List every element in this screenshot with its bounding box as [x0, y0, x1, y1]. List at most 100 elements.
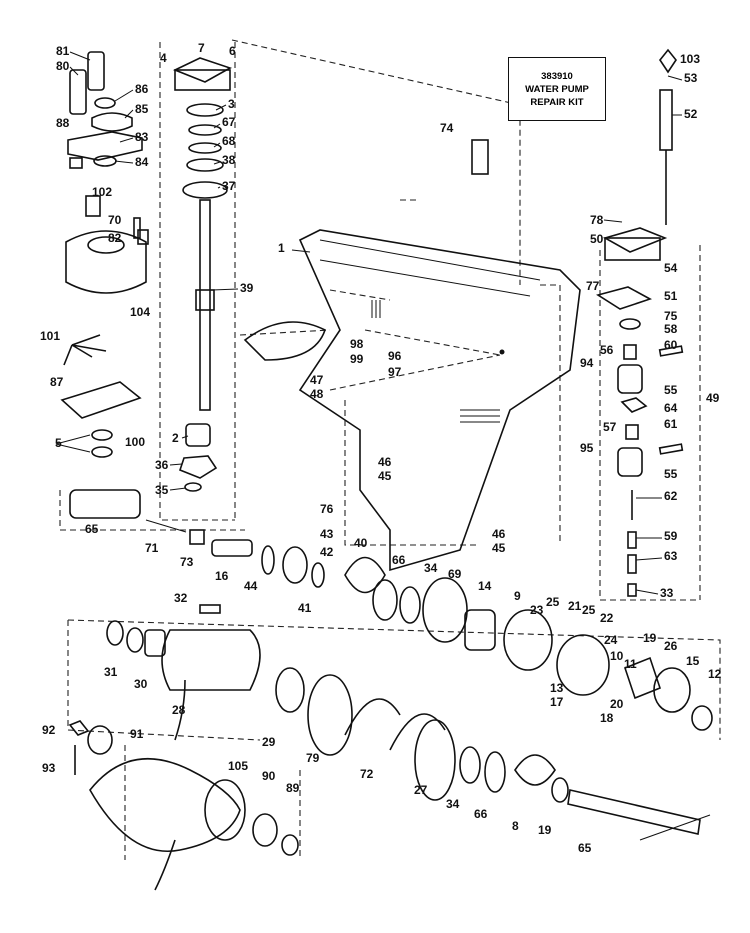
- propeller-shaft-chain: [69, 489, 713, 731]
- callout-6: 6: [229, 44, 236, 58]
- callout-18: 18: [600, 711, 614, 725]
- callout-55-lower: 55: [664, 467, 678, 481]
- callout-36: 36: [155, 458, 169, 472]
- callout-99: 99: [350, 352, 364, 366]
- drive-shaft-group: [173, 57, 232, 492]
- callout-19-upper: 19: [643, 631, 657, 645]
- callout-88: 88: [56, 116, 70, 130]
- callout-63: 63: [664, 549, 678, 563]
- callout-15: 15: [686, 654, 700, 668]
- callout-92: 92: [42, 723, 56, 737]
- callout-49: 49: [706, 391, 720, 405]
- callout-1: 1: [278, 241, 285, 255]
- callout-24: 24: [604, 633, 618, 647]
- callout-40: 40: [354, 536, 368, 550]
- callout-73: 73: [180, 555, 194, 569]
- gear-housing: [243, 139, 581, 572]
- callout-16: 16: [215, 569, 229, 583]
- callout-7: 7: [198, 41, 205, 55]
- bearing-carrier-group: [106, 604, 701, 835]
- callout-50: 50: [590, 232, 604, 246]
- callout-43: 43: [320, 527, 334, 541]
- callout-76: 76: [320, 502, 334, 516]
- callout-89: 89: [286, 781, 300, 795]
- callout-31: 31: [104, 665, 118, 679]
- callout-20: 20: [610, 697, 624, 711]
- callout-67: 67: [222, 115, 236, 129]
- callout-79: 79: [306, 751, 320, 765]
- callout-51: 51: [664, 289, 678, 303]
- callout-44: 44: [244, 579, 258, 593]
- callout-45-lower: 45: [492, 541, 506, 555]
- callout-34-lower: 34: [446, 797, 460, 811]
- callout-64: 64: [664, 401, 678, 415]
- callout-3: 3: [228, 97, 235, 111]
- propeller-group: [68, 679, 299, 891]
- callout-61: 61: [664, 417, 678, 431]
- callout-29: 29: [262, 735, 276, 749]
- callout-10: 10: [610, 649, 624, 663]
- callout-14: 14: [478, 579, 492, 593]
- callout-80: 80: [56, 59, 70, 73]
- callout-59: 59: [664, 529, 678, 543]
- callout-77: 77: [586, 279, 600, 293]
- callout-37: 37: [222, 179, 236, 193]
- callout-70: 70: [108, 213, 122, 227]
- callout-28: 28: [172, 703, 186, 717]
- callout-22: 22: [600, 611, 614, 625]
- callout-74: 74: [440, 121, 454, 135]
- callout-65-lower: 65: [578, 841, 592, 855]
- callout-75: 75: [664, 309, 678, 323]
- callout-97: 97: [388, 365, 402, 379]
- callout-25-left: 25: [546, 595, 560, 609]
- callout-54: 54: [664, 261, 678, 275]
- callout-104: 104: [130, 305, 150, 319]
- kit-line-1: WATER PUMP: [525, 83, 589, 95]
- callout-35: 35: [155, 483, 169, 497]
- callout-41: 41: [298, 601, 312, 615]
- callout-25-right: 25: [582, 603, 596, 617]
- callout-78: 78: [590, 213, 604, 227]
- callout-53: 53: [684, 71, 698, 85]
- callout-100: 100: [125, 435, 145, 449]
- callout-58: 58: [664, 322, 678, 336]
- callout-21: 21: [568, 599, 582, 613]
- shift-rod-group: [596, 48, 684, 597]
- callout-39: 39: [240, 281, 254, 295]
- callout-57: 57: [603, 420, 617, 434]
- callout-71: 71: [145, 541, 159, 555]
- callout-98: 98: [350, 337, 364, 351]
- kit-part-number: 383910: [541, 70, 573, 82]
- callout-69: 69: [448, 567, 462, 581]
- callout-85: 85: [135, 102, 149, 116]
- callout-12: 12: [708, 667, 722, 681]
- callout-65-upper: 65: [85, 522, 99, 536]
- callout-33: 33: [660, 586, 674, 600]
- callout-66-upper: 66: [392, 553, 406, 567]
- callout-83: 83: [135, 130, 149, 144]
- callout-87: 87: [50, 375, 64, 389]
- callout-52: 52: [684, 107, 698, 121]
- callout-84: 84: [135, 155, 149, 169]
- callout-47: 47: [310, 373, 324, 387]
- callout-46-lower: 46: [492, 527, 506, 541]
- callout-48: 48: [310, 387, 324, 401]
- callout-91: 91: [130, 727, 144, 741]
- callout-72: 72: [360, 767, 374, 781]
- callout-66-lower: 66: [474, 807, 488, 821]
- kit-line-2: REPAIR KIT: [530, 96, 584, 108]
- callout-68: 68: [222, 134, 236, 148]
- callout-19-lower: 19: [538, 823, 552, 837]
- callout-34-upper: 34: [424, 561, 438, 575]
- callout-102: 102: [92, 185, 112, 199]
- water-pump-repair-kit-label: 383910 WATER PUMP REPAIR KIT: [508, 57, 606, 121]
- callout-42: 42: [320, 545, 334, 559]
- callout-23: 23: [530, 603, 544, 617]
- callout-11: 11: [624, 657, 637, 671]
- callout-56: 56: [600, 343, 614, 357]
- callout-9: 9: [514, 589, 521, 603]
- callout-81: 81: [56, 44, 70, 58]
- callout-46-upper: 46: [378, 455, 392, 469]
- callout-101: 101: [40, 329, 60, 343]
- callout-38: 38: [222, 153, 236, 167]
